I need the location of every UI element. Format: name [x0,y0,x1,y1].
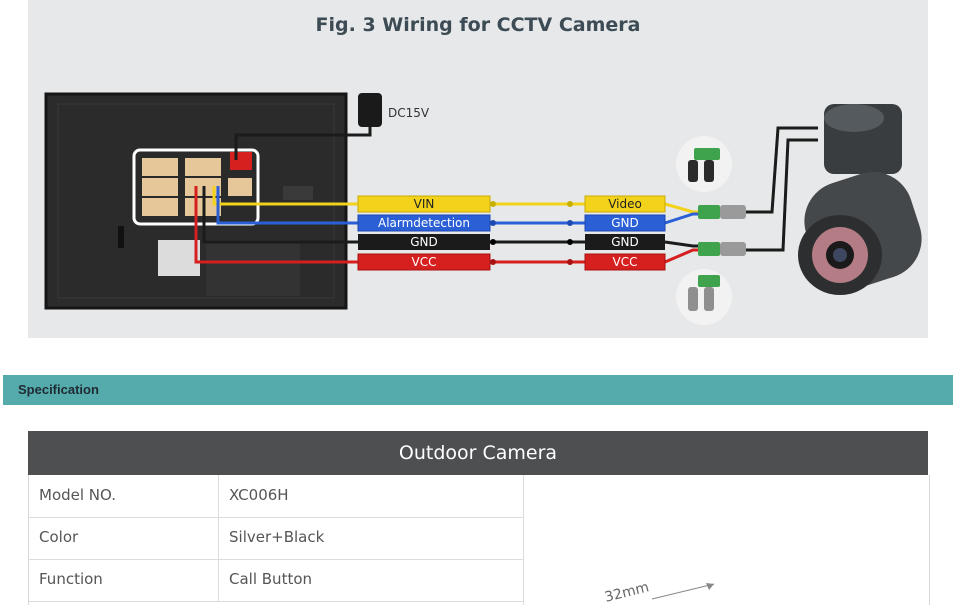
right-label-video: Video [608,197,642,211]
table-row: Function Call Button [29,559,523,602]
row-value: XC006H [218,475,529,517]
spec-table: Model NO. XC006H Color Silver+Black Func… [28,475,930,606]
specification-bar: Specification [3,375,953,405]
power-label: DC15V [388,106,430,120]
row-value: Call Button [218,559,529,601]
bnc-plugs [698,205,746,256]
right-label-gnd-2: GND [611,235,639,249]
left-label-gnd: GND [410,235,438,249]
left-wire-labels: VIN Alarmdetection GND VCC [357,195,491,271]
left-label-vcc: VCC [412,255,437,269]
specification-label: Specification [18,382,99,397]
row-label: Function [39,570,103,588]
wiring-diagram: DC15V VIN [44,92,922,325]
right-label-gnd-1: GND [611,216,639,230]
dimension-drawing: 32mm [523,475,930,606]
cctv-camera [798,104,922,295]
row-label: Model NO. [39,486,116,504]
bnc-adapter-bottom-icon [676,269,732,325]
figure-title: Fig. 3 Wiring for CCTV Camera [315,14,641,36]
row-value: Silver+Black [218,517,529,559]
left-label-alarm: Alarmdetection [378,216,470,230]
bnc-adapter-top-icon [676,136,732,192]
right-label-vcc: VCC [613,255,638,269]
wiring-figure: Fig. 3 Wiring for CCTV Camera DC15V [28,0,928,338]
table-row: Color Silver+Black [29,517,523,560]
power-adapter: DC15V [234,93,430,160]
table-row: Model NO. XC006H [29,475,523,518]
left-label-vin: VIN [414,197,435,211]
row-label: Color [39,528,79,546]
dimension-label: 32mm [603,579,651,605]
table-title: Outdoor Camera [28,431,928,475]
dimension-arrow-icon: 32mm [603,579,715,606]
right-wire-labels: Video GND GND VCC [584,195,666,271]
